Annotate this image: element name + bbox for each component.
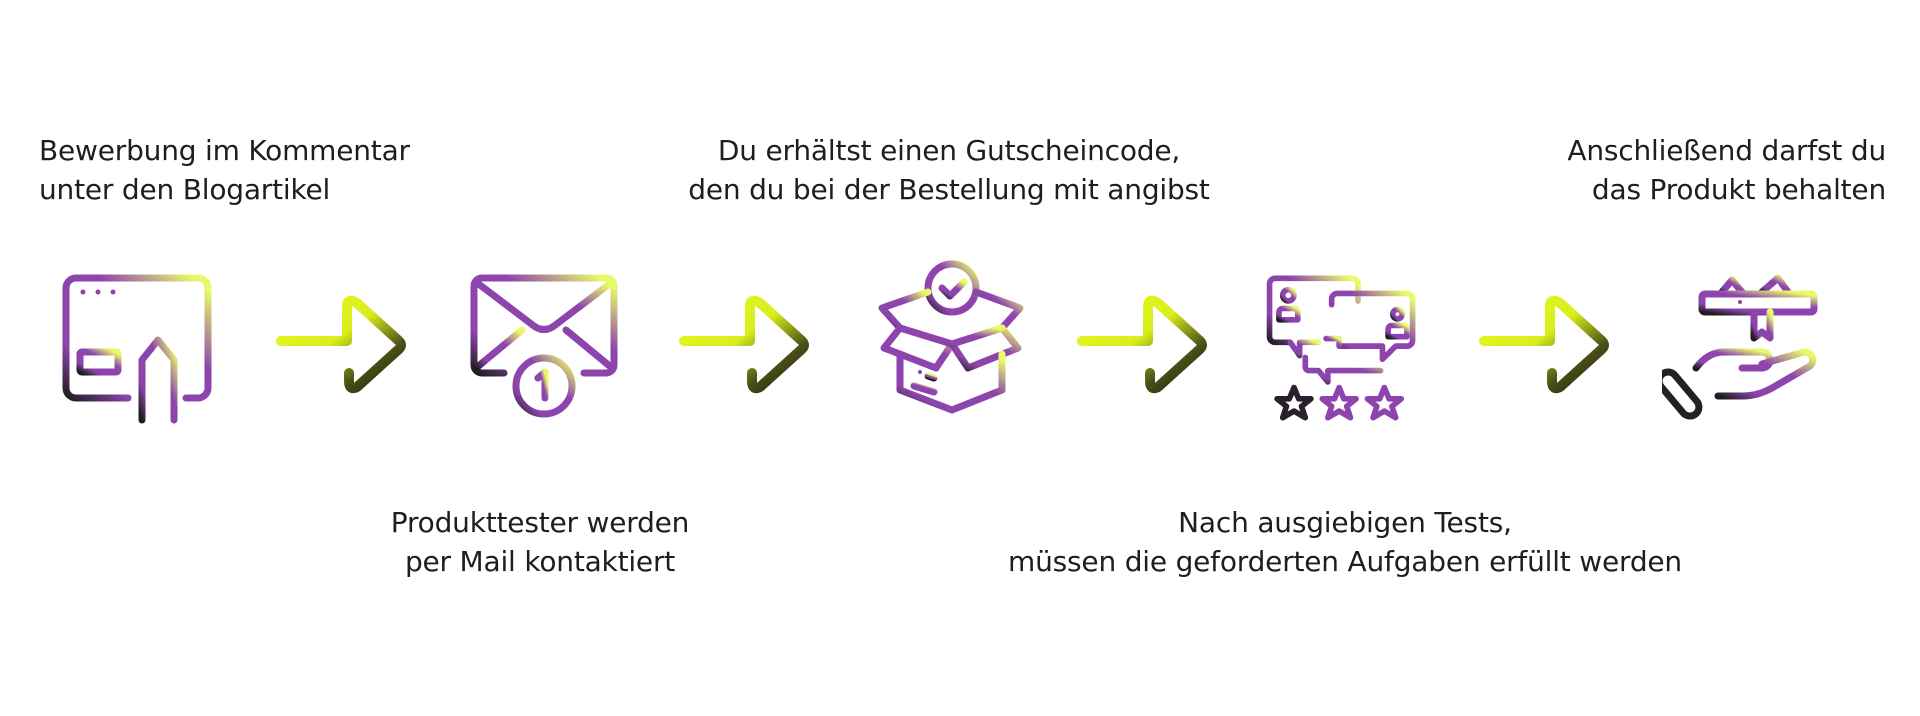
step-2-line-1: Produkttester werden <box>390 506 690 539</box>
mail-notification-icon <box>464 268 624 428</box>
arrow-right-icon <box>676 287 816 397</box>
step-3-label: Du erhältst einen Gutscheincode, den du … <box>649 131 1249 209</box>
step-4-line-1: Nach ausgiebigen Tests, <box>1178 506 1512 539</box>
step-2-line-2: per Mail kontaktiert <box>404 545 676 578</box>
arrow-right-icon <box>1476 287 1616 397</box>
step-5-line-1: Anschließend darfst du <box>1567 134 1886 167</box>
step-1-line-1: Bewerbung im Kommentar <box>39 134 410 167</box>
arrow-right-icon <box>273 287 413 397</box>
step-4-label: Nach ausgiebigen Tests, müssen die gefor… <box>955 503 1735 581</box>
step-5-line-2: das Produkt behalten <box>1591 173 1886 206</box>
gift-hand-icon <box>1662 268 1822 428</box>
package-check-icon <box>870 258 1030 418</box>
review-chat-stars-icon <box>1262 268 1422 428</box>
step-3-line-2: den du bei der Bestellung mit angibst <box>688 173 1210 206</box>
step-4-line-2: müssen die geforderten Aufgaben erfüllt … <box>1008 545 1682 578</box>
step-2-label: Produkttester werden per Mail kontaktier… <box>340 503 740 581</box>
browser-edit-icon <box>58 268 218 428</box>
step-3-line-1: Du erhältst einen Gutscheincode, <box>717 134 1181 167</box>
arrow-right-icon <box>1074 287 1214 397</box>
step-1-line-2: unter den Blogartikel <box>39 173 331 206</box>
step-5-label: Anschließend darfst du das Produkt behal… <box>1567 131 1886 209</box>
step-1-label: Bewerbung im Kommentar unter den Blogart… <box>39 131 410 209</box>
